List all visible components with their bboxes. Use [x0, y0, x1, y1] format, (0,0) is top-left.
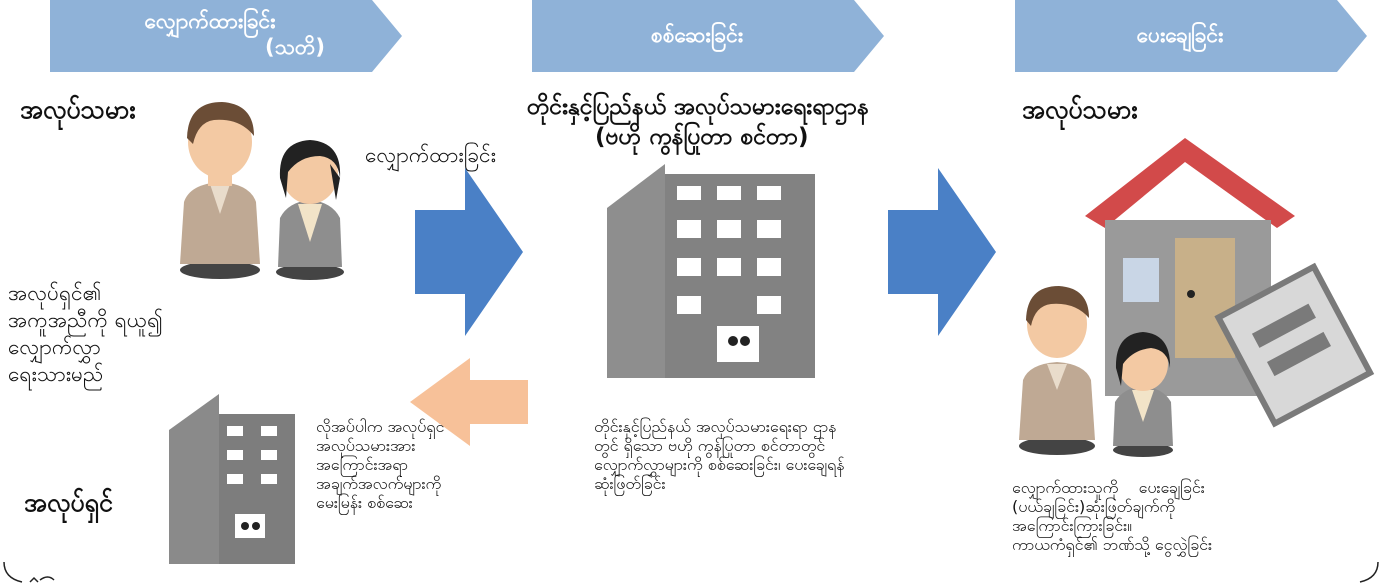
pay-arrow-icon: [888, 168, 996, 336]
worker-title-left: အလုပ်သမား: [20, 95, 136, 124]
step-label-examine: စစ်ဆေးခြင်း: [650, 23, 744, 47]
inquiry-line: မေးမြန်း စစ်ဆေး: [316, 493, 413, 512]
step-banner-pay: ပေးချေခြင်း: [1015, 0, 1367, 72]
employer-inquiry-text: လိုအပ်ပါက အလုပ်ရှင် ・ အလုပ်သမားအား အကြော…: [316, 417, 465, 512]
payment-illustration: [1019, 138, 1375, 457]
step-banner-apply: လျှောက်ထားခြင်း (သတိ): [50, 0, 402, 72]
office-title-line1: တိုင်းနှင့်ပြည်နယ် အလုပ်သမားရေးရာဌာန: [527, 94, 869, 120]
payment-desc-line: အကြောင်းကြားခြင်း။: [1012, 516, 1132, 535]
left-desc-line: အကူအညီကို ရယူ၍: [8, 308, 163, 332]
workers-illustration-left: [180, 102, 344, 280]
office-desc-line: လျှောက်လွှာများကို စစ်ဆေးခြင်း၊ ပေးချေရန…: [594, 455, 845, 474]
payment-description: လျှောက်ထားသူကို ပေးချေခြင်း (ပယ်ချခြင်း)…: [1012, 478, 1360, 554]
labour-office-building-icon: [607, 164, 815, 378]
inquiry-line: အကြောင်းအရာ: [316, 455, 408, 474]
left-desc-line: အလုပ်ရှင်၏: [8, 281, 102, 305]
step-label-pay: ပေးချေခြင်း: [1136, 23, 1224, 47]
step-label-apply: လျှောက်ထားခြင်း (သတိ): [50, 8, 370, 60]
payment-desc-line: လျှောက်ထားသူကို ပေးချေခြင်း: [1012, 478, 1205, 497]
office-desc-line: ဆုံးဖြတ်ခြင်း: [594, 474, 666, 493]
bottom-note-bracket: [3, 561, 1379, 583]
office-desc-line: တိုင်းနှင့်ပြည်နယ် အလုပ်သမားရေးရာ ဌာန: [594, 417, 837, 436]
apply-arrow-icon: [415, 168, 523, 336]
inquiry-line: အချက်အလက်များကို: [316, 474, 442, 493]
office-desc-line: တွင် ရှိသော ဗဟို ကွန်ပြုတာ စင်တာတွင်: [594, 436, 826, 455]
banner-chevron-shape: [50, 0, 402, 72]
left-desc-line: ရေးသားမည်: [8, 362, 104, 386]
left-desc-line: လျှောက်လွှာ: [8, 335, 101, 359]
step-label-apply-line1: လျှောက်ထားခြင်း: [144, 9, 276, 33]
inquiry-line: အလုပ်သမားအား: [316, 436, 416, 455]
office-title-line2: (ဗဟို ကွန်ပြုတာ စင်တာ): [595, 124, 809, 150]
inquiry-line: လိုအပ်ပါက အလုပ်ရှင် ・: [316, 417, 466, 436]
banner-chevron-shape: [1015, 0, 1367, 72]
office-description: တိုင်းနှင့်ပြည်နယ် အလုပ်သမားရေးရာ ဌာန တွ…: [594, 417, 984, 493]
employer-building-icon: [169, 394, 295, 564]
employer-title: အလုပ်ရှင်: [24, 488, 113, 517]
worker-title-right: အလုပ်သမား: [1022, 95, 1138, 124]
step-banner-examine: စစ်ဆေးခြင်း: [532, 0, 884, 72]
office-title: တိုင်းနှင့်ပြည်နယ် အလုပ်သမားရေးရာဌာန (ဗဟ…: [527, 92, 869, 152]
payment-desc-line: ကာယကံရှင်၏ ဘဏ်သို့ ငွေလွှဲခြင်း: [1012, 535, 1213, 554]
payment-desc-line: (ပယ်ချခြင်း)ဆုံးဖြတ်ချက်ကို: [1012, 497, 1176, 516]
apply-arrow-label: လျှောက်ထားခြင်း: [365, 143, 497, 167]
step-label-apply-line2: (သတိ): [265, 35, 325, 59]
left-description: အလုပ်ရှင်၏ အကူအညီကို ရယူ၍ လျှောက်လွှာ ရေ…: [8, 280, 163, 388]
banner-chevron-shape: [532, 0, 884, 72]
inquiry-arrow-icon: [410, 358, 528, 446]
